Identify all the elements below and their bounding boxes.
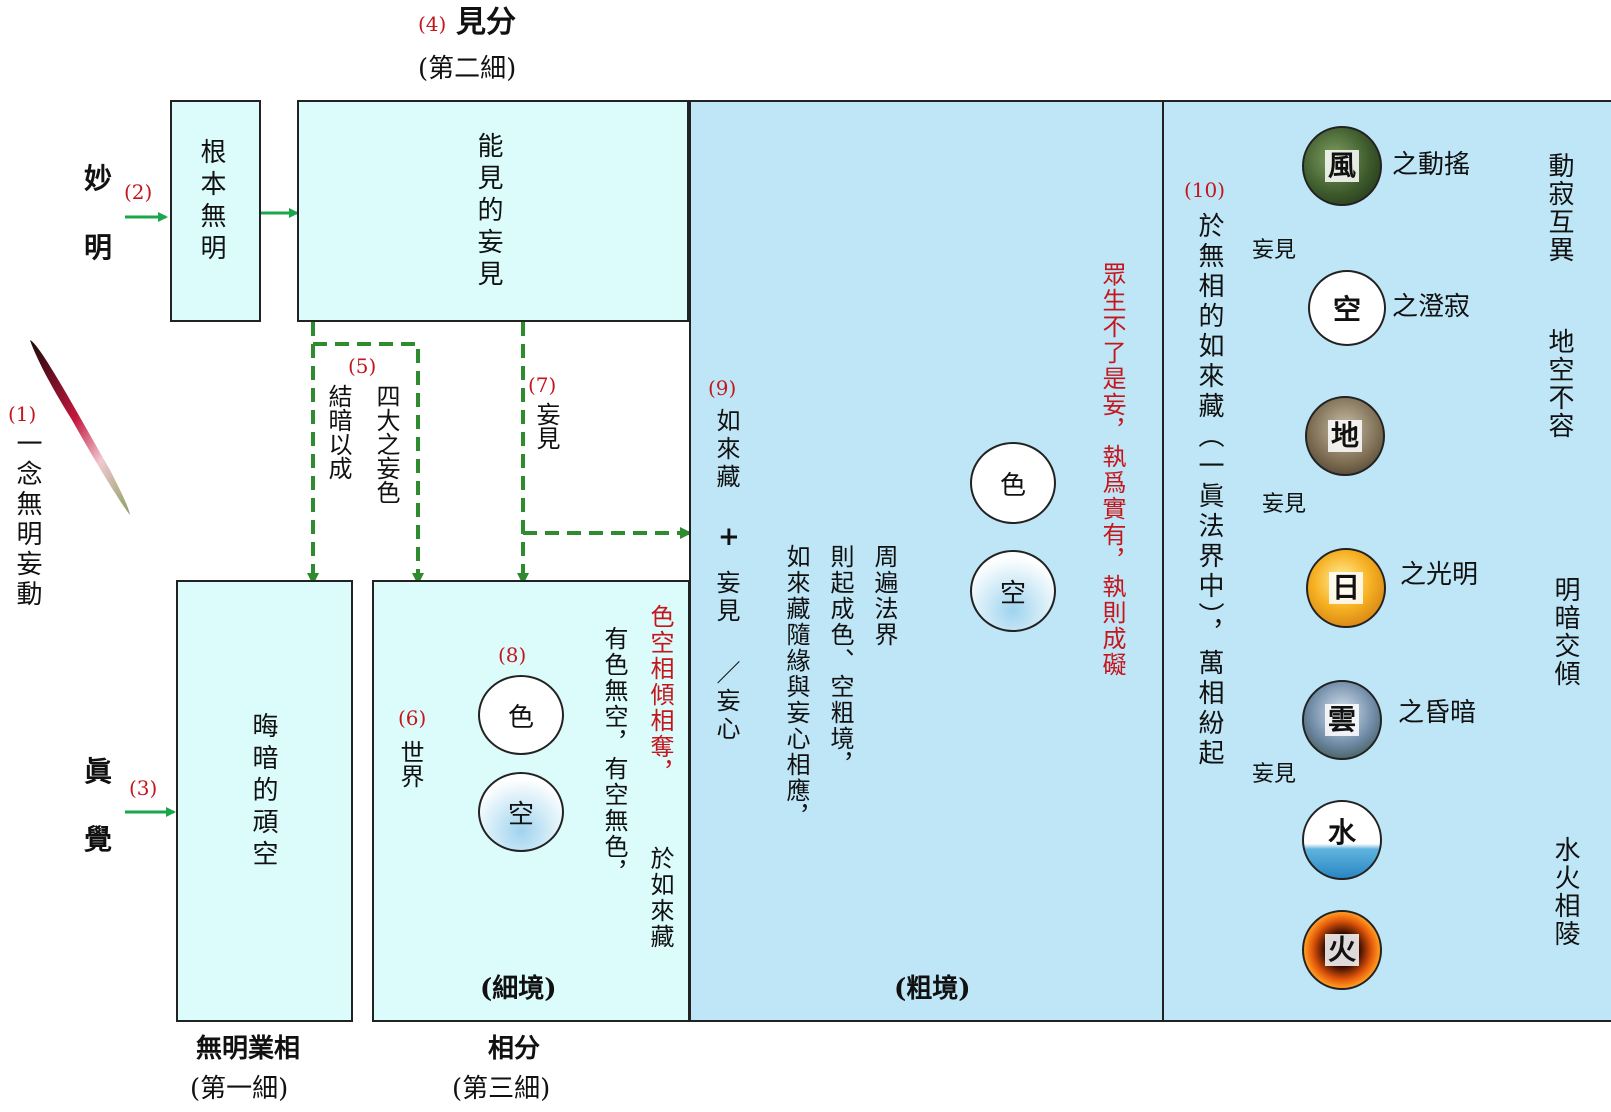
num-5: (5) bbox=[348, 354, 377, 378]
c5-text-a: 結暗以成 bbox=[324, 384, 352, 480]
box-right-realm bbox=[1164, 100, 1611, 1022]
water-icon: 水 bbox=[1302, 800, 1382, 880]
coarse-text-b: 妄見 bbox=[712, 570, 740, 626]
brush-stroke-icon bbox=[30, 340, 130, 515]
box-dark-void: 晦暗的頑空 bbox=[176, 580, 353, 1022]
ichinen-text: 一念無明妄動 bbox=[12, 430, 42, 610]
label-sky: 之澄寂 bbox=[1392, 292, 1471, 322]
coarse-text-a: 如來藏 bbox=[712, 408, 740, 492]
c7-text: 妄見 bbox=[532, 402, 560, 450]
fine-text-2: 色空相傾相奪， bbox=[646, 604, 674, 786]
moken-1: 妄見 bbox=[1252, 238, 1297, 263]
group-4-text: 水火相陵 bbox=[1550, 836, 1580, 948]
dashed-arrow-5-right bbox=[313, 342, 424, 585]
fine-shiki-circle: 色 bbox=[478, 675, 564, 755]
group-1-text: 動寂互異 bbox=[1544, 152, 1574, 264]
num-6: (6) bbox=[398, 706, 427, 730]
num-2: (2) bbox=[124, 180, 153, 204]
coarse-text-c: ／妄心 bbox=[712, 660, 740, 744]
shin-label: 眞 bbox=[84, 755, 113, 788]
right-text: 於無相的如來藏（一眞法界中），萬相紛起 bbox=[1194, 212, 1224, 769]
coarse-text-d1: 周遍法界 bbox=[870, 544, 898, 648]
fire-icon: 火 bbox=[1302, 910, 1382, 990]
cloud-icon: 雲 bbox=[1302, 680, 1382, 760]
coarse-plus: + bbox=[718, 522, 740, 552]
mei-label: 明 bbox=[84, 231, 113, 264]
wind-icon: 風 bbox=[1302, 126, 1382, 206]
sekai-text: 世界 bbox=[396, 740, 424, 788]
num-4: (4) bbox=[418, 12, 447, 36]
coarse-ku-circle: 空 bbox=[970, 550, 1056, 632]
label-cloud: 之昏暗 bbox=[1398, 698, 1477, 728]
coarse-red-text: 眾生不了是妄，執爲實有，執則成礙 bbox=[1098, 262, 1126, 678]
coarse-shiki-circle: 色 bbox=[970, 442, 1056, 524]
sun-icon: 日 bbox=[1306, 548, 1386, 628]
box-seer: 能見的妄見 bbox=[297, 100, 689, 322]
fine-text-1: 有色無空，有空無色， bbox=[600, 626, 628, 886]
num-8: (8) bbox=[498, 643, 527, 667]
myo-label: 妙 bbox=[84, 162, 113, 195]
kaku-label: 覺 bbox=[84, 823, 113, 856]
fine-ku-circle: 空 bbox=[478, 772, 564, 852]
num-7: (7) bbox=[528, 373, 557, 397]
num-9: (9) bbox=[708, 376, 737, 400]
fine-label: (細境) bbox=[480, 974, 557, 1004]
num-10: (10) bbox=[1184, 178, 1226, 202]
header-sub: (第二細) bbox=[418, 54, 517, 84]
num-1: (1) bbox=[8, 402, 37, 426]
header-title: 見分 bbox=[456, 5, 516, 40]
moken-2: 妄見 bbox=[1262, 492, 1307, 517]
root-ignorance-text: 根本無明 bbox=[196, 138, 226, 266]
box-coarse-realm bbox=[689, 100, 1164, 1022]
sobun-sub: (第三細) bbox=[452, 1074, 551, 1104]
moken-3: 妄見 bbox=[1252, 762, 1297, 787]
dark-void-text: 晦暗的頑空 bbox=[248, 712, 278, 872]
box-root-ignorance: 根本無明 bbox=[170, 100, 261, 322]
label-wind: 之動搖 bbox=[1392, 150, 1471, 180]
c5-text-b: 四大之妄色 bbox=[372, 384, 400, 504]
group-2-text: 地空不容 bbox=[1544, 328, 1574, 440]
earth-icon: 地 bbox=[1305, 396, 1385, 476]
seer-text: 能見的妄見 bbox=[473, 132, 503, 292]
mumyo-sub: (第一細) bbox=[190, 1074, 289, 1104]
coarse-text-d2: 則起成色、空粗境， bbox=[826, 544, 854, 778]
coarse-text-d3: 如來藏隨緣與妄心相應， bbox=[782, 544, 810, 830]
group-3-text: 明暗交傾 bbox=[1550, 576, 1580, 688]
mumyo-title: 無明業相 bbox=[196, 1034, 301, 1064]
sobun-title: 相分 bbox=[488, 1034, 541, 1064]
fine-text-2b: 於如來藏 bbox=[646, 846, 674, 950]
label-sun: 之光明 bbox=[1400, 560, 1479, 590]
num-3: (3) bbox=[129, 776, 158, 800]
sky-icon: 空 bbox=[1308, 270, 1386, 346]
coarse-label: (粗境) bbox=[894, 974, 971, 1004]
